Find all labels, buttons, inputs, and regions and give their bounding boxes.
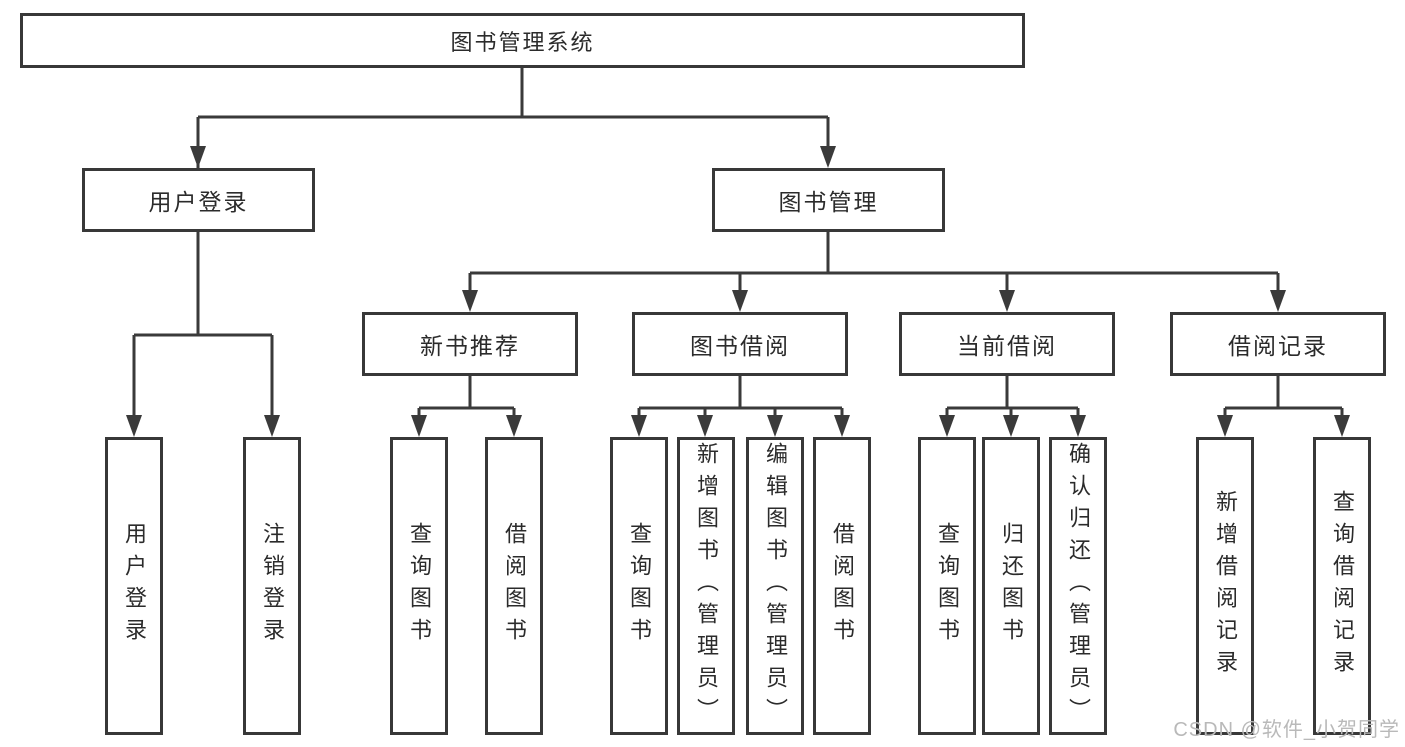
leaf-query-books-3: 查询图书: [918, 437, 976, 735]
edge-book-borrow-leaves: [637, 376, 844, 417]
leaf-borrow-books-1: 借阅图书: [485, 437, 543, 735]
arrow-new-books: [462, 290, 478, 312]
leaf-confirm-return-admin: 确认归还（管理员）: [1049, 437, 1107, 735]
leaf-query-books-1: 查询图书: [390, 437, 448, 735]
node-root: 图书管理系统: [20, 13, 1025, 68]
leaf-add-books-admin: 新增图书（管理员）: [677, 437, 735, 735]
arrow-book-mgmt: [820, 146, 836, 168]
node-book-borrow: 图书借阅: [632, 312, 848, 376]
node-current-borrow: 当前借阅: [899, 312, 1115, 376]
arrow-borrow-records: [1270, 290, 1286, 312]
node-book-mgmt: 图书管理: [712, 168, 945, 232]
leaf-logout: 注销登录: [243, 437, 301, 735]
csdn-watermark: CSDN @软件_小贺同学: [1173, 719, 1400, 741]
leaf-query-borrow-record: 查询借阅记录: [1313, 437, 1371, 735]
edge-book-mgmt-level3: [468, 232, 1280, 292]
node-borrow-records: 借阅记录: [1170, 312, 1386, 376]
leaf-user-login: 用户登录: [105, 437, 163, 735]
leaf-return-books: 归还图书: [982, 437, 1040, 735]
arrow-current-borrow: [999, 290, 1015, 312]
edge-borrow-records-leaves: [1223, 376, 1344, 417]
node-user-login: 用户登录: [82, 168, 315, 232]
leaf-add-borrow-record: 新增借阅记录: [1196, 437, 1254, 735]
arrow-user-login: [190, 146, 206, 168]
edge-user-login-leaves: [132, 232, 274, 417]
node-new-books: 新书推荐: [362, 312, 578, 376]
leaf-borrow-books-2: 借阅图书: [813, 437, 871, 735]
arrow-book-borrow: [732, 290, 748, 312]
edge-current-borrow-leaves: [945, 376, 1080, 417]
leaf-edit-books-admin: 编辑图书（管理员）: [746, 437, 804, 735]
edge-new-books-leaves: [417, 376, 516, 417]
leaf-query-books-2: 查询图书: [610, 437, 668, 735]
